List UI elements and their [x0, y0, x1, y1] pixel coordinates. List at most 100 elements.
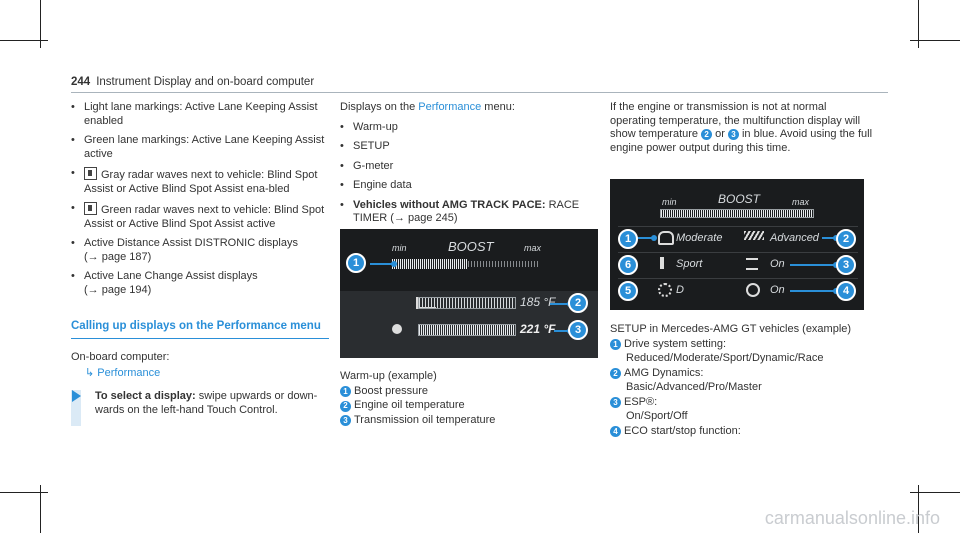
boost-label: BOOST: [448, 239, 494, 254]
callout-marker-4: 4: [836, 281, 856, 301]
performance-menu-link[interactable]: Performance: [97, 366, 161, 379]
intro-text: Displays on the: [340, 101, 419, 113]
esp-value: Sport: [676, 258, 703, 270]
caption-title: Warm-up (example): [340, 370, 437, 382]
list-item: Green lane markings: Active Lane Keeping…: [71, 134, 329, 161]
boost-gauge: [392, 259, 468, 269]
setup-row-1: [618, 226, 858, 227]
callout-marker-6: 6: [618, 255, 638, 275]
section-title: Calling up displays on the Performance m…: [71, 320, 321, 332]
eco-start-stop-icon: [746, 283, 760, 297]
list-item: Active Distance Assist DISTRONIC display…: [71, 237, 329, 264]
esp-state: On: [770, 258, 785, 270]
header-title: Instrument Display and on-board computer: [96, 76, 315, 88]
intro-text: If the engine or transmission is not at …: [610, 101, 861, 140]
drive-system-value: Moderate: [676, 232, 723, 244]
callout-line: [822, 235, 839, 241]
section-rule: [71, 338, 329, 339]
callout-line: [790, 262, 839, 268]
step-indicator-bar: [71, 390, 81, 426]
callout-marker-1: 1: [618, 229, 638, 249]
sport-icon: [660, 257, 664, 269]
boost-gauge-scale: [468, 261, 540, 267]
callout-line: [550, 301, 573, 307]
boost-label: BOOST: [718, 192, 761, 206]
page-reference: (→ page 187): [84, 250, 152, 263]
transmission-gear-icon: [658, 283, 672, 297]
radar-waves-icon: [84, 167, 97, 180]
crop-mark: [40, 485, 41, 533]
list-item: Engine data: [340, 179, 600, 193]
callout-marker-5: 5: [618, 281, 638, 301]
setup-caption: SETUP in Mercedes-AMG GT vehicles (examp…: [610, 322, 872, 438]
page-number: 244: [71, 76, 91, 88]
watermark: carmanualsonline.info: [764, 508, 940, 528]
callout-marker-3: 3: [568, 320, 588, 340]
crop-mark: [918, 0, 919, 48]
crop-mark: [910, 40, 960, 41]
intro-text: or: [715, 128, 725, 140]
transmission-oil-temp: 221 °F: [520, 322, 556, 336]
caption-title: SETUP in Mercedes-AMG GT vehicles (examp…: [610, 323, 852, 335]
drive-system-icon: [658, 231, 674, 245]
step-text: swipe upwards or down-wards on the left-…: [95, 390, 318, 416]
list-item: Light lane markings: Active Lane Keeping…: [71, 101, 329, 128]
crop-mark: [0, 40, 48, 41]
middle-column: Displays on the Performance menu: Warm-u…: [340, 101, 600, 232]
header-rule: [71, 92, 888, 93]
setup-row-3: [618, 278, 858, 279]
callout-marker-2: 2: [836, 229, 856, 249]
crop-mark: [0, 492, 48, 493]
crop-mark: [918, 485, 919, 533]
warmup-display-image: min BOOST max 185 °F 221 °F 1 2 3: [340, 229, 598, 358]
crop-mark: [40, 0, 41, 48]
radar-waves-icon: [84, 202, 97, 215]
step-label: To select a display:: [95, 390, 196, 402]
setup-row-2: [618, 252, 858, 253]
min-label: min: [662, 197, 677, 207]
min-label: min: [392, 243, 407, 253]
left-column: Light lane markings: Active Lane Keeping…: [71, 101, 329, 426]
amg-dynamics-value: Advanced: [770, 232, 819, 244]
engine-oil-gauge: [418, 297, 516, 309]
max-label: max: [524, 243, 542, 253]
esp-icon: [746, 258, 758, 270]
transmission-value: D: [676, 284, 684, 296]
step-arrow-icon: [72, 390, 81, 402]
crop-mark: [910, 492, 960, 493]
caption-detail: Reduced/Moderate/Sport/Dynamic/Race: [626, 352, 824, 364]
transmission-icon: [392, 324, 402, 334]
setup-display-image: min BOOST max Moderate Advanced Sport On…: [610, 179, 864, 310]
right-column: If the engine or transmission is not at …: [610, 101, 872, 155]
callout-line: [636, 235, 657, 241]
list-item: SETUP: [340, 140, 600, 154]
transmission-oil-gauge: [418, 324, 516, 336]
eco-value: On: [770, 284, 785, 296]
list-item: Vehicles without AMG TRACK PACE: RACE TI…: [340, 199, 600, 226]
list-item: Gray radar waves next to vehicle: Blind …: [71, 167, 329, 196]
ref-badge-2: 2: [701, 129, 713, 141]
page-reference: (→ page 194): [84, 283, 152, 296]
intro-text: menu:: [481, 101, 515, 113]
callout-marker-2: 2: [568, 293, 588, 313]
caption-detail: On/Sport/Off: [626, 410, 688, 422]
engine-oil-temp: 185 °F: [520, 295, 556, 309]
list-item: G-meter: [340, 160, 600, 174]
max-label: max: [792, 197, 810, 207]
list-item: Green radar waves next to vehicle: Blind…: [71, 202, 329, 231]
performance-link[interactable]: Performance: [418, 101, 482, 113]
onboard-label: On-board computer:: [71, 351, 170, 363]
amg-dynamics-icon: [744, 231, 764, 240]
intro-text: in blue. Avoid using the full engine pow…: [610, 128, 873, 154]
list-item: Warm-up: [340, 121, 600, 135]
callout-line: [370, 261, 397, 267]
callout-marker-3: 3: [836, 255, 856, 275]
list-item: Active Lane Change Assist displays(→ pag…: [71, 270, 329, 297]
